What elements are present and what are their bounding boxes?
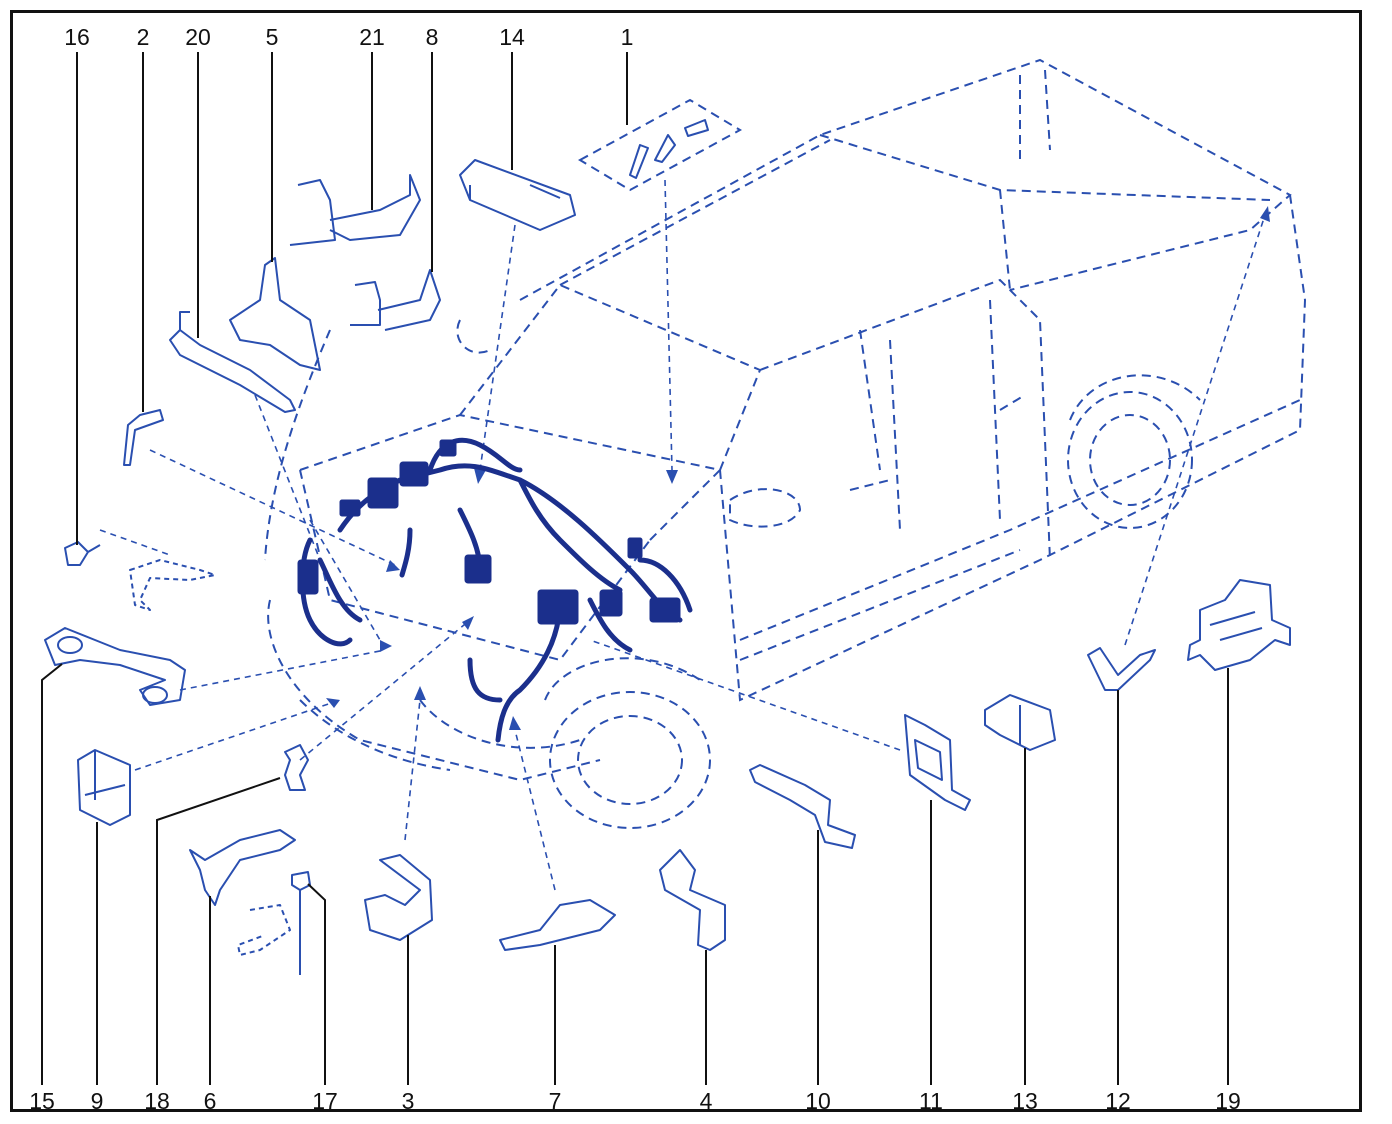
part-12-bracket bbox=[1087, 647, 1156, 691]
leader-17 bbox=[307, 883, 326, 1085]
callout-21: 21 bbox=[359, 24, 385, 50]
part-1-clips bbox=[629, 119, 709, 179]
callout-14: 14 bbox=[499, 24, 525, 50]
part-10-bracket bbox=[749, 764, 856, 849]
callout-2: 2 bbox=[136, 24, 150, 50]
part-2-bracket bbox=[123, 409, 164, 466]
part-16-bolt bbox=[64, 541, 101, 566]
part-17-bracket bbox=[237, 904, 291, 956]
callout-17: 17 bbox=[312, 1088, 338, 1114]
callout-9: 9 bbox=[90, 1088, 104, 1114]
callout-8: 8 bbox=[425, 24, 439, 50]
part-4-bracket bbox=[659, 849, 726, 951]
arrowheads bbox=[326, 206, 1270, 730]
callout-1: 1 bbox=[620, 24, 634, 50]
leader-lines bbox=[41, 52, 1229, 1085]
callout-19: 19 bbox=[1215, 1088, 1241, 1114]
callout-7: 7 bbox=[548, 1088, 562, 1114]
part-6-bracket bbox=[189, 829, 296, 906]
part-8-bracket bbox=[350, 269, 441, 331]
vehicle-outline bbox=[264, 58, 1307, 829]
callout-16: 16 bbox=[64, 24, 90, 50]
callout-6: 6 bbox=[203, 1088, 217, 1114]
part-13-relay-box bbox=[984, 694, 1056, 751]
part-20-bracket bbox=[169, 311, 296, 413]
part-11-bracket bbox=[904, 714, 971, 811]
leader-15 bbox=[41, 663, 63, 1085]
callout-13: 13 bbox=[1012, 1088, 1038, 1114]
harness-connectors bbox=[297, 439, 681, 625]
callout-18: 18 bbox=[144, 1088, 170, 1114]
leader-18 bbox=[156, 777, 281, 1085]
callout-12: 12 bbox=[1105, 1088, 1131, 1114]
callout-3: 3 bbox=[401, 1088, 415, 1114]
callout-20: 20 bbox=[185, 24, 211, 50]
part-15-bracket bbox=[44, 627, 186, 706]
part-19-bracket bbox=[1187, 579, 1291, 671]
callout-5: 5 bbox=[265, 24, 279, 50]
part-9-cover bbox=[77, 749, 131, 826]
callout-10: 10 bbox=[805, 1088, 831, 1114]
part-17-bolt bbox=[291, 871, 311, 975]
callout-4: 4 bbox=[699, 1088, 713, 1114]
part-18-clip bbox=[284, 744, 309, 791]
diagram-frame bbox=[10, 10, 1362, 1112]
callout-11: 11 bbox=[919, 1088, 943, 1114]
part-5-bracket bbox=[229, 257, 321, 371]
part-14-bracket bbox=[459, 159, 576, 231]
main-harness bbox=[300, 437, 693, 743]
part-16-bracket bbox=[129, 559, 216, 611]
assembly-arrows bbox=[99, 179, 1266, 891]
part-3-bracket bbox=[364, 854, 433, 941]
component-parts bbox=[44, 119, 1291, 975]
callout-15: 15 bbox=[29, 1088, 55, 1114]
part-7-bracket bbox=[499, 899, 616, 951]
part-21-bracket bbox=[289, 174, 421, 246]
